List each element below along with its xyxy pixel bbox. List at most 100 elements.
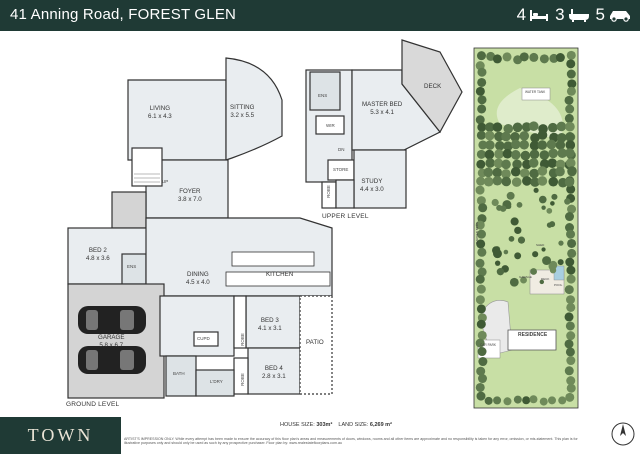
tree-canopy xyxy=(475,185,485,195)
tree-canopy xyxy=(567,204,577,214)
stairs-down-label: DN xyxy=(338,147,345,152)
tree-canopy xyxy=(522,396,531,405)
garage-cars xyxy=(78,306,146,374)
agency-logo: TOWN xyxy=(0,417,121,454)
tree-canopy xyxy=(484,149,495,160)
tree-canopy xyxy=(539,397,548,406)
tree-canopy xyxy=(494,149,504,159)
tree-canopy xyxy=(503,397,512,406)
tree-canopy xyxy=(528,158,539,168)
tree-canopy xyxy=(513,395,522,404)
tree-canopy xyxy=(566,69,576,79)
tree-canopy xyxy=(476,366,486,376)
size-summary: HOUSE SIZE: 303m² LAND SIZE: 6,269 m² xyxy=(280,422,392,428)
site-deck-label: DECK xyxy=(541,277,550,281)
tree-canopy xyxy=(567,238,577,248)
tree-canopy xyxy=(529,395,538,404)
tree-canopy xyxy=(510,217,519,226)
tree-canopy xyxy=(532,251,539,258)
tree-canopy xyxy=(519,139,529,150)
tree-canopy xyxy=(556,121,567,132)
patio-label: PATIO xyxy=(306,339,324,346)
ground-ens-label: ENS xyxy=(127,264,137,269)
tree-canopy xyxy=(566,86,576,96)
tree-canopy xyxy=(537,176,548,186)
tree-canopy xyxy=(475,86,485,96)
tree-canopy xyxy=(475,220,485,230)
cars-stat: 5 xyxy=(596,5,632,25)
car-park-label: CAR PARK xyxy=(480,343,497,347)
house-size-value: 303m² xyxy=(316,422,333,428)
tree-canopy xyxy=(555,140,566,150)
tree-canopy xyxy=(566,331,576,341)
tree-canopy xyxy=(529,52,539,62)
tree-canopy xyxy=(567,166,577,176)
tree-canopy xyxy=(517,236,526,244)
stairs-up-label: UP xyxy=(162,179,169,184)
tree-canopy xyxy=(477,374,487,384)
tree-canopy xyxy=(492,167,503,178)
tree-canopy xyxy=(509,277,519,287)
tree-canopy xyxy=(477,267,487,277)
tree-canopy xyxy=(565,223,575,233)
tree-canopy xyxy=(501,176,512,187)
tree-canopy xyxy=(539,279,545,285)
bed3-robe-label: ROBE xyxy=(239,333,245,346)
tree-canopy xyxy=(565,104,575,114)
tree-canopy xyxy=(494,260,501,266)
tree-canopy xyxy=(506,191,515,200)
upper-level-title: UPPER LEVEL xyxy=(322,213,369,220)
tree-canopy xyxy=(510,139,521,150)
shed-label: SHED xyxy=(536,243,545,247)
header-bar: 41 Anning Road, FOREST GLEN 4 3 5 xyxy=(0,0,640,31)
tree-canopy xyxy=(478,357,488,367)
tree-canopy xyxy=(528,121,539,131)
residence-label: RESIDENCE xyxy=(518,332,548,338)
tree-canopy xyxy=(551,193,558,200)
tree-canopy xyxy=(556,132,567,143)
tree-canopy xyxy=(475,258,485,268)
tree-canopy xyxy=(564,366,574,376)
tree-canopy xyxy=(546,208,553,214)
tree-canopy xyxy=(555,166,565,177)
tree-canopy xyxy=(485,158,495,168)
tree-canopy xyxy=(564,339,574,349)
kitchen-label: KITCHEN xyxy=(266,271,294,278)
bedrooms-stat: 4 xyxy=(517,5,549,25)
tree-canopy xyxy=(477,77,487,87)
tree-canopy xyxy=(475,382,485,392)
house-size-caption: HOUSE SIZE: xyxy=(280,422,315,428)
tree-canopy xyxy=(548,148,558,159)
tree-canopy xyxy=(477,330,487,340)
tree-canopy xyxy=(566,229,576,239)
tree-canopy xyxy=(511,177,522,187)
tree-canopy xyxy=(564,95,574,105)
tree-canopy xyxy=(565,321,575,331)
tree-canopy xyxy=(566,302,576,312)
tree-canopy xyxy=(548,176,559,187)
ground-level-title: GROUND LEVEL xyxy=(66,401,120,408)
bathrooms-stat: 3 xyxy=(555,5,589,25)
tree-canopy xyxy=(476,159,486,169)
tree-canopy xyxy=(494,131,504,142)
site-trees xyxy=(475,50,577,406)
laundry-label: L'DRY xyxy=(210,379,223,384)
tree-canopy xyxy=(529,149,540,160)
cars-count: 5 xyxy=(595,5,605,24)
property-address: 41 Anning Road, FOREST GLEN xyxy=(10,6,237,23)
tree-canopy xyxy=(512,159,522,170)
tree-canopy xyxy=(564,113,574,123)
tree-canopy xyxy=(514,226,522,235)
tree-canopy xyxy=(491,198,499,207)
tree-canopy xyxy=(512,122,523,133)
tree-canopy xyxy=(519,52,529,62)
tree-canopy xyxy=(476,239,486,249)
tree-canopy xyxy=(558,240,564,246)
tree-canopy xyxy=(476,196,486,206)
tree-canopy xyxy=(495,140,505,151)
tree-canopy xyxy=(475,295,485,305)
tree-canopy xyxy=(493,249,502,259)
